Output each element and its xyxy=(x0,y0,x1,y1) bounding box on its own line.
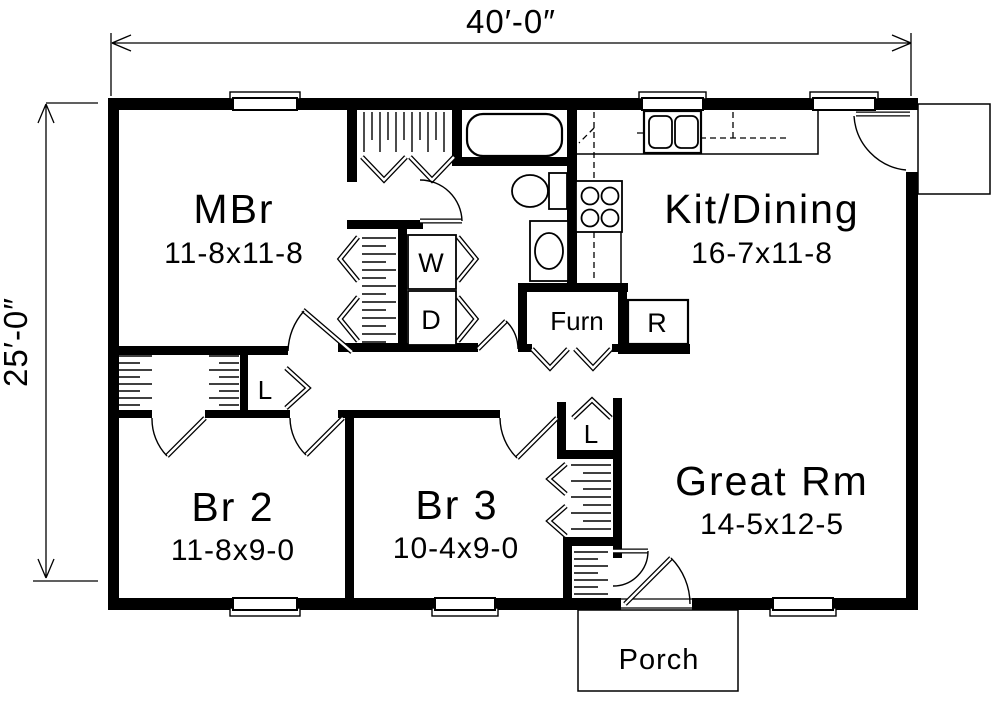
windows xyxy=(229,91,879,617)
overall-width-dim: 40′-0″ xyxy=(466,3,556,40)
dryer-box xyxy=(407,290,457,346)
dryer-label: D xyxy=(421,305,441,335)
br3-size: 10-4x9-0 xyxy=(393,532,519,565)
bifold-doors xyxy=(284,155,613,538)
great-rm-label: Great Rm xyxy=(675,458,869,504)
vanity-sink xyxy=(529,220,569,282)
range xyxy=(575,180,623,233)
window xyxy=(769,597,837,617)
br3-label: Br 3 xyxy=(415,482,498,528)
overall-depth-dim: 25′-0″ xyxy=(0,297,34,387)
fixtures xyxy=(407,109,703,346)
mbr-size: 11-8x11-8 xyxy=(164,237,304,270)
porch-label: Porch xyxy=(619,644,700,676)
dimension-lines xyxy=(33,33,912,582)
window xyxy=(229,597,301,617)
kitchen-sink xyxy=(642,109,703,155)
window xyxy=(229,91,301,111)
furnace-label: Furn xyxy=(550,306,603,336)
back-door-opening xyxy=(906,110,918,172)
mbr-label: MBr xyxy=(193,186,274,232)
stoop-outline xyxy=(917,103,991,195)
great-rm-size: 14-5x12-5 xyxy=(700,508,844,541)
fridge-label: R xyxy=(647,308,667,338)
linen-br3-label: L xyxy=(584,419,598,449)
kit-dining-size: 16-7x11-8 xyxy=(691,237,833,270)
washer-box xyxy=(407,234,457,290)
porch-outline xyxy=(577,609,739,692)
toilet xyxy=(511,172,568,210)
window xyxy=(431,597,499,617)
window xyxy=(638,91,707,111)
linen-hall-label: L xyxy=(258,375,272,405)
refrigerator-box xyxy=(626,298,690,346)
washer-label: W xyxy=(418,248,444,278)
swing-doors xyxy=(151,111,910,606)
window xyxy=(809,91,879,111)
kit-dining-label: Kit/Dining xyxy=(664,186,859,232)
text-labels: 40′-0″ 25′-0″ MBr 11-8x11-8 Kit/Dining 1… xyxy=(0,3,869,676)
walls xyxy=(108,98,918,610)
br2-size: 11-8x9-0 xyxy=(171,534,295,567)
closet-hangers xyxy=(118,112,611,595)
bathtub xyxy=(465,112,564,158)
br2-label: Br 2 xyxy=(191,484,274,530)
